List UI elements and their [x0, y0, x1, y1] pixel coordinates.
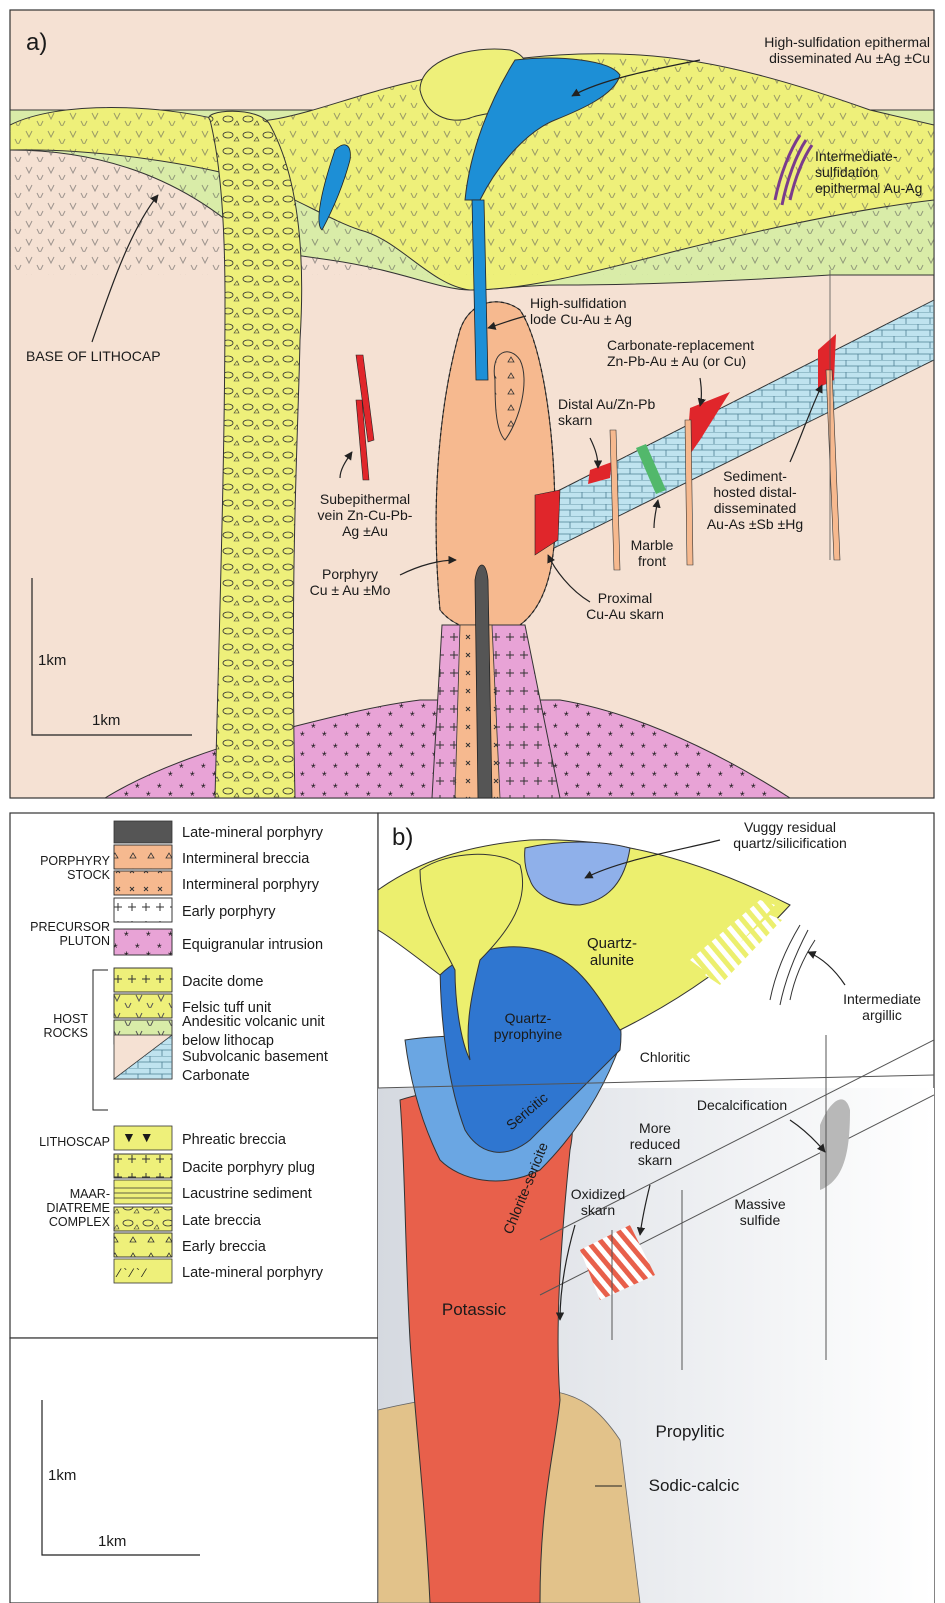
legend-item-label: Late breccia: [182, 1213, 262, 1229]
legend-item-label: Late-mineral porphyry: [182, 825, 324, 841]
legend-swatch: [114, 821, 172, 843]
legend-item-label: Dacite porphyry plug: [182, 1160, 315, 1176]
label-quartz-alunite: Quartz-alunite: [587, 935, 637, 969]
legend-item-label: Early porphyry: [182, 904, 276, 920]
scale-vertical-label: 1km: [48, 1467, 76, 1484]
scale-a-horizontal: 1km: [92, 712, 120, 729]
legend-group-label: LITHOSCAP: [39, 1135, 110, 1149]
legend-item-label: Lacustrine sediment: [182, 1186, 312, 1202]
panel-b-label: b): [392, 824, 413, 851]
label-propylitic: Propylitic: [656, 1422, 725, 1441]
scale-a-vertical: 1km: [38, 652, 66, 669]
label-base-lithocap: BASE OF LITHOCAP: [26, 348, 161, 364]
legend-item-label: Phreatic breccia: [182, 1132, 287, 1148]
label-sodic-calcic: Sodic-calcic: [649, 1476, 740, 1495]
scale-horizontal-label: 1km: [98, 1533, 126, 1550]
legend-item-label: Late-mineral porphyry: [182, 1265, 324, 1281]
legend-item-label: Intermineral breccia: [182, 851, 310, 867]
svg-text:▼ ▼: ▼ ▼: [122, 1129, 154, 1145]
legend-item-label: Equigranular intrusion: [182, 937, 323, 953]
label-chloritic: Chloritic: [640, 1049, 691, 1065]
label-decalcification: Decalcification: [697, 1097, 787, 1113]
svg-text:⁄ ` ⁄ ` ⁄: ⁄ ` ⁄ ` ⁄: [115, 1266, 147, 1280]
legend-item-label: Dacite dome: [182, 974, 263, 990]
legend-item-label: Early breccia: [182, 1239, 267, 1255]
label-potassic: Potassic: [442, 1300, 507, 1319]
legend-item-label: Intermineral porphyry: [182, 877, 320, 893]
legend-swatch: [114, 1180, 172, 1204]
panel-a-label: a): [26, 29, 47, 56]
